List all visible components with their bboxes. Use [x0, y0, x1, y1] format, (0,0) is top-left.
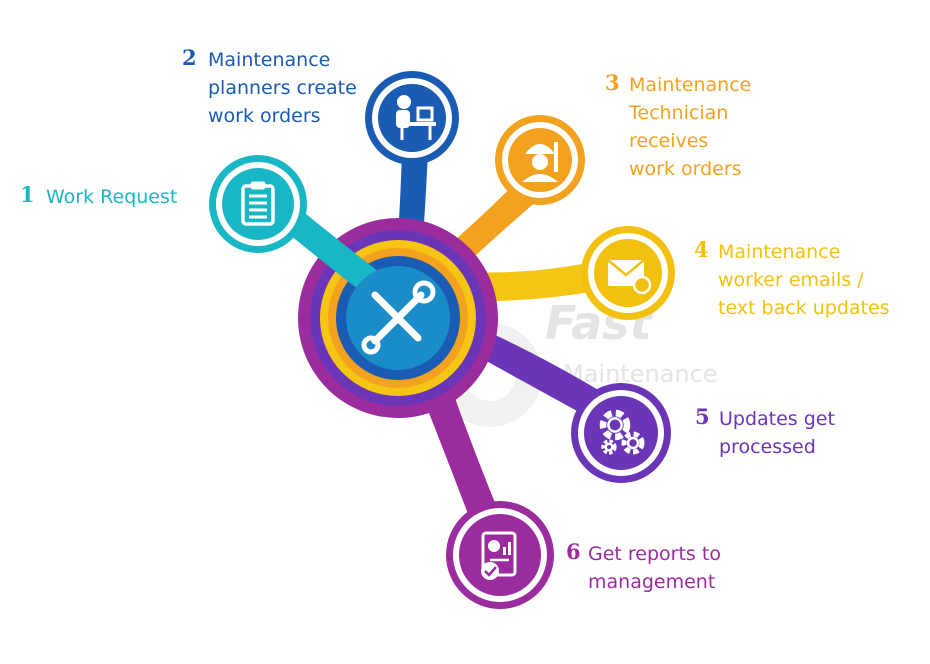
step-text-2-line-1: Maintenance [208, 49, 331, 71]
step-label-4: 4 Maintenance worker emails / text back … [694, 237, 890, 322]
step-node-4 [581, 226, 675, 320]
step-number-6: 6 [566, 539, 581, 564]
step-nodes [209, 71, 675, 609]
step-number-3: 3 [605, 70, 620, 95]
step-node-5 [571, 383, 671, 483]
step-label-1: 1 Work Request [20, 182, 178, 211]
step-text-2-line-2: planners create [208, 77, 357, 99]
hub [346, 266, 450, 370]
report-icon [481, 531, 517, 580]
step-text-4-line-1: Maintenance [718, 241, 841, 263]
step-text-6-line-1: Get reports to [588, 543, 721, 565]
step-label-6: 6 Get reports to management [566, 539, 721, 596]
wrench-screwdriver-icon [361, 280, 436, 355]
step-node-disc [459, 514, 541, 596]
step-text-6-line-2: management [588, 571, 716, 593]
step-text-3-line-1: Maintenance [629, 74, 752, 96]
step-node-6 [446, 501, 554, 609]
step-node-3 [495, 115, 585, 205]
step-text-1-line-1: Work Request [46, 186, 178, 208]
step-node-disc [378, 84, 446, 152]
envelope-icon [607, 259, 652, 295]
step-text-4-line-3: text back updates [718, 297, 890, 319]
watermark-brand-sub: Maintenance [563, 360, 718, 388]
step-text-3-line-3: receives [629, 130, 709, 152]
gears-icon [599, 409, 645, 455]
step-text-5-line-1: Updates get [719, 408, 835, 430]
step-label-2: 2 Maintenance planners create work order… [182, 45, 357, 130]
technician-icon [522, 142, 558, 182]
step-number-5: 5 [695, 404, 710, 429]
step-node-1 [209, 155, 307, 253]
clipboard-icon [241, 181, 275, 226]
step-number-1: 1 [20, 182, 35, 207]
step-number-2: 2 [182, 45, 197, 70]
step-label-3: 3 Maintenance Technician receives work o… [605, 70, 752, 183]
step-node-2 [365, 71, 459, 165]
step-text-3-line-4: work orders [629, 158, 742, 180]
step-text-3-line-2: Technician [629, 102, 729, 124]
step-node-disc [584, 396, 658, 470]
desk-worker-icon [396, 95, 436, 140]
step-text-5-line-2: processed [719, 436, 816, 458]
step-text-4-line-2: worker emails / [718, 269, 864, 291]
step-text-2-line-3: work orders [208, 105, 321, 127]
step-label-5: 5 Updates get processed [695, 404, 835, 461]
step-number-4: 4 [694, 237, 709, 262]
